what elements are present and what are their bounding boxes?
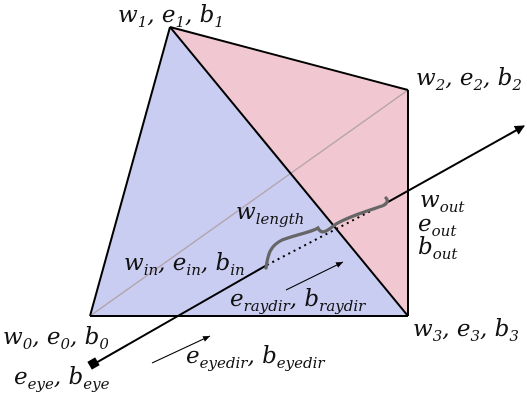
vertex-1-label: w1, e1, b1 [118,2,224,31]
raydir-label: eraydir, braydir [230,286,366,315]
edge-v1-v2 [169,26,409,91]
w-length-label: wlength [236,199,304,228]
eye-point [87,357,100,370]
length-brace [264,196,389,270]
eyedir-arrow [151,335,211,364]
eye-ray-exit-arrow [387,125,525,203]
entry-point-label: win, ein, bin [124,250,245,279]
eyedir-label: eeyedir, beyedir [186,343,325,372]
eye-ray-outside [93,264,268,365]
hidden-edge-v0-v2 [89,89,409,317]
raydir-arrow [285,261,344,291]
vertex-2-label: w2, e2, b2 [416,65,522,94]
e-out-label: eout [418,211,457,240]
vertex-3-label: w3, e3, b3 [413,316,519,345]
eye-label: eeye, beye [14,364,110,393]
b-out-label: bout [418,234,458,263]
edge-v1-v3 [169,26,409,317]
tetrahedron-edges [89,26,409,317]
front-face-blue [90,27,408,316]
edge-v1-v0 [89,26,171,317]
vertex-0-label: w0, e0, b0 [3,324,109,353]
w-out-label: wout [420,187,465,216]
